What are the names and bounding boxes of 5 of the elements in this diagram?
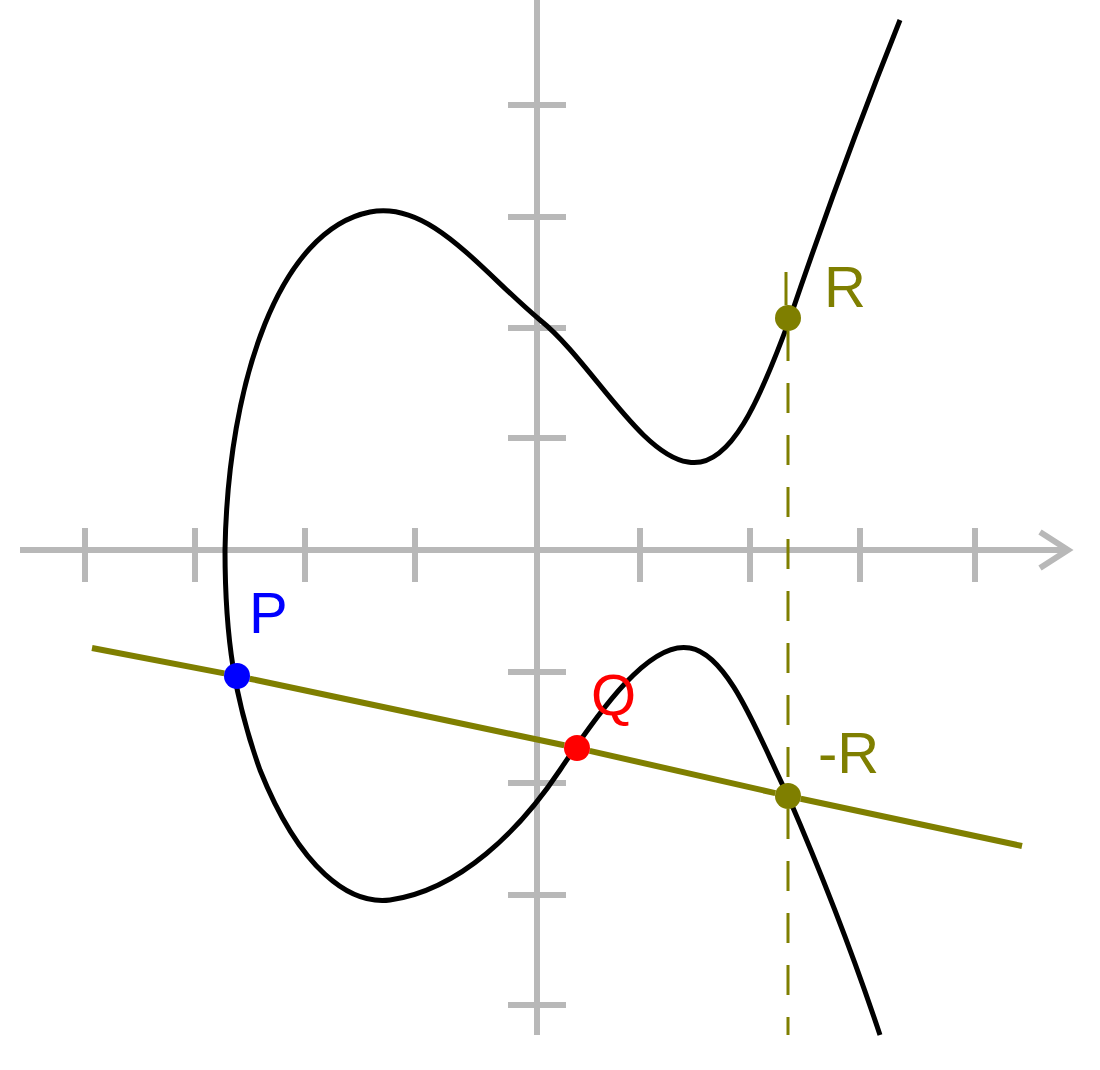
point-label: -R bbox=[818, 724, 880, 782]
point-label: R bbox=[824, 258, 866, 316]
secant-line bbox=[589, 747, 776, 797]
point-label: P bbox=[249, 584, 288, 642]
secant-line bbox=[249, 675, 565, 749]
